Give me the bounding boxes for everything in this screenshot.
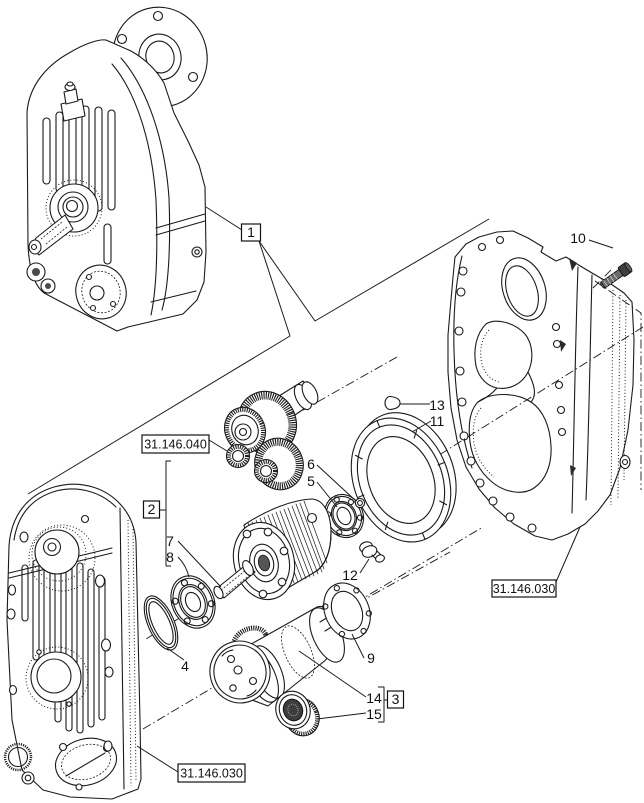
output-assembly-axis (227, 551, 451, 676)
callout-label-1: 1 (247, 224, 255, 240)
o-ring (354, 497, 366, 509)
gear-set (224, 380, 319, 491)
bolt-axis-2 (592, 268, 613, 289)
callout-label-11: 11 (430, 413, 445, 429)
callout-label-7: 7 (166, 533, 174, 549)
drive-plate-ring (350, 412, 457, 543)
part-ref-side-cover: 31.146.030 (177, 763, 246, 783)
part-ref-side-cover-label: 31.146.030 (180, 767, 243, 781)
side-cover-housing (3, 483, 142, 800)
callout-label-2: 2 (148, 501, 156, 517)
rear-housing (447, 230, 635, 541)
callout-box-2: 2 (142, 500, 161, 519)
callout-label-12: 12 (342, 567, 358, 583)
bearing-rear (170, 575, 216, 629)
callout-label-8: 8 (166, 549, 174, 565)
callout-label-9: 9 (367, 650, 375, 666)
gear-rollers (225, 443, 279, 484)
planet-carrier (232, 498, 332, 601)
callout-label-3: 3 (392, 691, 400, 707)
part-ref-boxes: 31.146.040 31.146.030 31.146.030 (141, 434, 557, 783)
breather-plug (60, 81, 86, 122)
splined-bushing (275, 690, 320, 737)
assembled-gearbox (26, 6, 208, 332)
callout-label-4: 4 (181, 658, 189, 674)
callout-label-15: 15 (366, 706, 382, 722)
part-ref-rear-housing: 31.146.030 (491, 579, 557, 598)
part-ref-gear-set-label: 31.146.040 (144, 438, 207, 452)
callout-label-5: 5 (307, 473, 315, 489)
rear-housing-bolt-holes (454, 235, 631, 533)
input-shaft (213, 559, 256, 600)
leader-lines (27, 206, 614, 773)
callout-box-1: 1 (240, 223, 262, 242)
callout-label-10: 10 (570, 230, 586, 246)
callouts: 1 2 3 4 5 6 7 8 9 10 11 12 13 14 15 (142, 223, 586, 722)
bolt-axis (594, 280, 642, 490)
gasket (322, 582, 372, 640)
hex-bolt (600, 262, 633, 289)
callout-label-13: 13 (429, 397, 445, 413)
bearing-front (323, 493, 365, 539)
callout-box-3: 3 (386, 690, 405, 709)
part-ref-gear-set: 31.146.040 (141, 434, 210, 454)
callout-label-6: 6 (307, 456, 315, 472)
cover-disc (209, 640, 271, 704)
cup-plug (384, 395, 401, 411)
output-shaft (28, 179, 103, 256)
cover-bolt-holes (6, 514, 114, 752)
seal-ring (143, 595, 179, 651)
part-ref-rear-housing-label: 31.146.030 (493, 582, 556, 596)
rear-housing-outline (447, 230, 635, 541)
flanged-bolt (359, 541, 385, 563)
bottom-plate (54, 737, 118, 791)
callout-label-14: 14 (366, 690, 382, 706)
